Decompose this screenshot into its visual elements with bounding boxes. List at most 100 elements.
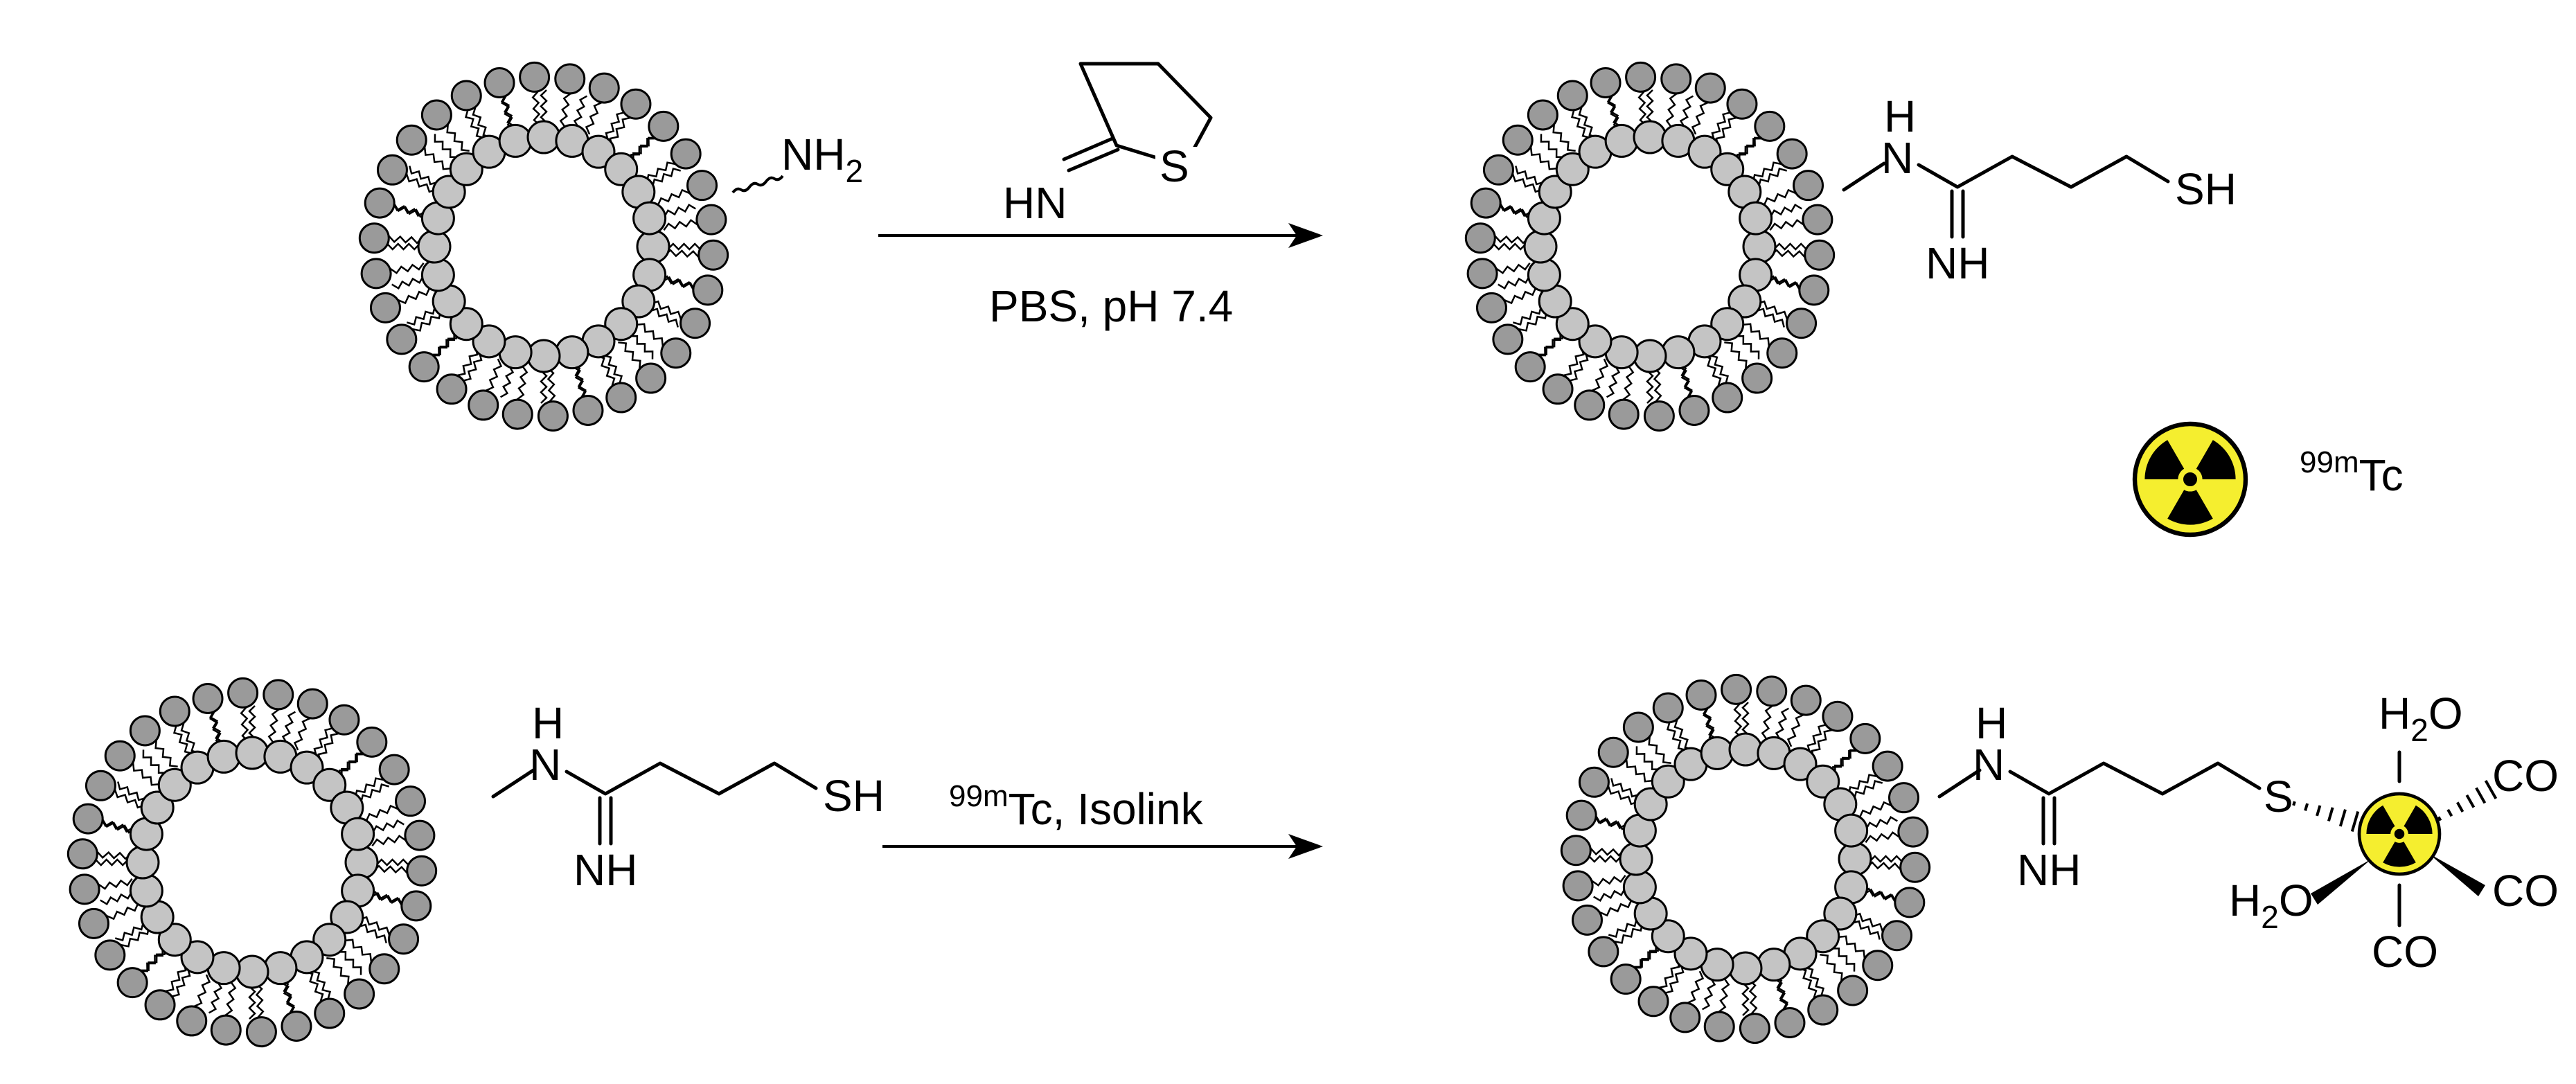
lipid-head bbox=[1700, 736, 1734, 770]
lipid-tail bbox=[609, 116, 631, 147]
lipid-head bbox=[636, 229, 670, 264]
lipid-head bbox=[1604, 123, 1639, 158]
lipid-tail bbox=[1691, 101, 1709, 135]
lipid-tail bbox=[409, 166, 438, 186]
lipid-tail bbox=[1755, 308, 1785, 328]
lipid-tail bbox=[1769, 203, 1802, 218]
lipid-tail bbox=[1622, 365, 1635, 400]
lipid-tail bbox=[1851, 912, 1884, 932]
lipid-tail bbox=[1613, 923, 1644, 944]
lipid-head bbox=[1669, 1002, 1701, 1033]
liposome-bottom-left bbox=[66, 677, 438, 1048]
lipid-head bbox=[1739, 201, 1773, 236]
lipid-tail bbox=[1766, 275, 1800, 290]
lipid-head bbox=[78, 907, 109, 939]
lipid-head bbox=[554, 63, 586, 95]
svg-text:SH: SH bbox=[2175, 164, 2237, 214]
lipid-head bbox=[386, 323, 418, 355]
lipid-head bbox=[1578, 766, 1610, 798]
lipid-tail bbox=[1733, 703, 1743, 738]
lipid-head bbox=[227, 677, 259, 709]
lipid-tail bbox=[365, 804, 398, 822]
lipid-tail bbox=[1593, 887, 1626, 903]
radiation-icon bbox=[2357, 792, 2442, 876]
lipid-tail bbox=[102, 819, 136, 834]
lipid-head bbox=[1637, 986, 1669, 1018]
lipid-head bbox=[1823, 896, 1858, 931]
lipid-head bbox=[328, 704, 360, 736]
lipid-head bbox=[157, 923, 192, 957]
thioether-s-label: S bbox=[2264, 772, 2293, 821]
lipid-head bbox=[356, 726, 388, 758]
lipid-tail bbox=[1658, 959, 1680, 989]
lipid-tail bbox=[1606, 365, 1621, 398]
lipid-tail bbox=[540, 89, 548, 123]
lipid-head bbox=[358, 222, 390, 254]
reaction-conditions-top: PBS, pH 7.4 bbox=[989, 281, 1233, 331]
lipid-head bbox=[1466, 258, 1498, 290]
lipid-head bbox=[408, 351, 440, 383]
lipid-tail bbox=[573, 95, 588, 128]
amidine-thiol-chain-bottom: H N NH SH bbox=[491, 698, 885, 895]
lipid-head bbox=[1560, 835, 1592, 867]
lipid-head bbox=[1464, 222, 1496, 254]
lipid-head bbox=[621, 284, 656, 319]
lipid-tail bbox=[1518, 310, 1548, 332]
lipid-tail bbox=[375, 858, 409, 867]
amidine-linker-complex: H N NH S bbox=[1937, 698, 2293, 895]
lipid-head bbox=[129, 715, 161, 747]
lipid-head bbox=[406, 855, 438, 887]
lipid-tail bbox=[1498, 202, 1531, 217]
lipid-head bbox=[604, 307, 639, 341]
lipid-tail bbox=[1773, 242, 1807, 251]
lipid-head bbox=[588, 72, 620, 104]
svg-text:H: H bbox=[1884, 91, 1916, 141]
lipid-tail bbox=[1811, 729, 1833, 759]
lipid-tail bbox=[463, 352, 483, 382]
lipid-head bbox=[1776, 138, 1808, 170]
lipid-head bbox=[1475, 292, 1507, 323]
svg-text:NH: NH bbox=[2017, 845, 2081, 895]
lipid-tail bbox=[472, 107, 492, 139]
lipid-head bbox=[1862, 950, 1894, 981]
lipid-head bbox=[140, 790, 175, 825]
svg-text:NH: NH bbox=[574, 845, 637, 895]
lipid-head bbox=[660, 337, 692, 369]
lipid-head bbox=[314, 997, 346, 1029]
lipid-tail bbox=[446, 124, 470, 152]
lipid-tail bbox=[1578, 107, 1598, 139]
lipid-tail bbox=[142, 749, 167, 774]
lipid-head bbox=[94, 939, 126, 971]
lipid-head bbox=[555, 335, 589, 370]
lipid-tail bbox=[540, 370, 548, 404]
lipid-head bbox=[670, 138, 702, 170]
lipid-tail bbox=[326, 957, 350, 985]
lipid-tail bbox=[357, 923, 387, 943]
lipid-tail bbox=[354, 777, 384, 799]
lipid-head bbox=[1897, 816, 1929, 848]
lipid-head bbox=[400, 890, 432, 922]
lipid-tail bbox=[1775, 707, 1790, 740]
wedge-bond-h2o bbox=[2311, 859, 2372, 905]
lipid-head bbox=[1741, 362, 1773, 394]
lipid-tail bbox=[180, 722, 200, 754]
lipid-head bbox=[1565, 799, 1597, 831]
lipid-head bbox=[1527, 258, 1561, 292]
lipid-tail bbox=[1511, 173, 1544, 193]
lipid-tail bbox=[1595, 816, 1630, 830]
lipid-tail bbox=[1774, 978, 1789, 1011]
lipid-tail bbox=[313, 727, 333, 757]
lipid-head bbox=[1899, 851, 1931, 883]
lipid-head bbox=[1578, 324, 1613, 359]
lipid-tail bbox=[1666, 721, 1687, 752]
lipid-head bbox=[1837, 975, 1869, 1006]
lipid-head bbox=[1774, 1007, 1806, 1039]
lipid-tail bbox=[1633, 944, 1657, 969]
lipid-head bbox=[449, 152, 483, 186]
lipid-head bbox=[686, 170, 718, 202]
lipid-tail bbox=[209, 711, 224, 746]
lipid-head bbox=[1574, 389, 1606, 421]
lipid-head bbox=[604, 152, 639, 186]
lipid-tail bbox=[337, 951, 362, 975]
lipid-head bbox=[116, 967, 148, 999]
